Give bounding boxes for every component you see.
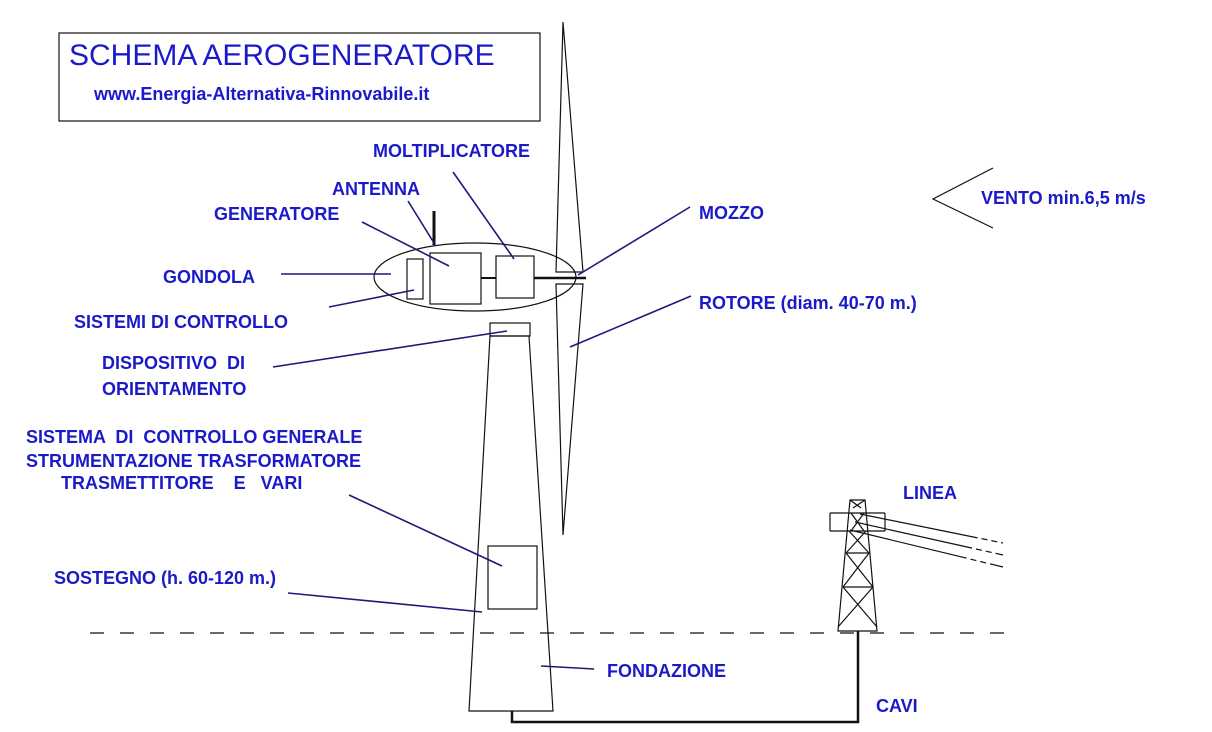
- label-generatore: GENERATORE: [214, 204, 339, 224]
- label-linea: LINEA: [903, 483, 957, 503]
- wind-arrow-icon: [931, 167, 994, 229]
- label-gondola: GONDOLA: [163, 267, 255, 287]
- label-dispositivo-1: DISPOSITIVO DI: [102, 353, 245, 373]
- leader-lines: [272, 171, 692, 670]
- label-sistema-generale-3: TRASMETTITORE E VARI: [61, 473, 302, 493]
- title-frame: [58, 32, 541, 122]
- diagram-title: SCHEMA AEROGENERATORE: [69, 39, 495, 72]
- label-rotore: ROTORE (diam. 40-70 m.): [699, 293, 917, 313]
- website-url: www.Energia-Alternativa-Rinnovabile.it: [93, 84, 429, 104]
- transmission-wires: [849, 513, 1004, 568]
- label-sistema-generale-1: SISTEMA DI CONTROLLO GENERALE: [26, 427, 362, 447]
- label-antenna: ANTENNA: [332, 179, 420, 199]
- title-box: SCHEMA AEROGENERATORE www.Energia-Altern…: [58, 32, 541, 122]
- pylon-icon: [829, 499, 886, 632]
- label-vento: VENTO min.6,5 m/s: [981, 188, 1146, 208]
- labels: MOLTIPLICATORE ANTENNA GENERATORE MOZZO …: [26, 141, 1146, 716]
- underground-cable: [510, 631, 860, 724]
- label-dispositivo-2: ORIENTAMENTO: [102, 379, 246, 399]
- label-moltiplicatore: MOLTIPLICATORE: [373, 141, 530, 161]
- label-fondazione: FONDAZIONE: [607, 661, 726, 681]
- label-sostegno: SOSTEGNO (h. 60-120 m.): [54, 568, 276, 588]
- label-sistema-generale-2: STRUMENTAZIONE TRASFORMATORE: [26, 451, 361, 471]
- label-mozzo: MOZZO: [699, 203, 764, 223]
- control-cabinet: [487, 545, 538, 610]
- rotor-blade-lower: [555, 283, 584, 536]
- label-sistemi-controllo: SISTEMI DI CONTROLLO: [74, 312, 288, 332]
- rotor-blade-upper: [555, 21, 584, 273]
- label-cavi: CAVI: [876, 696, 918, 716]
- tower: [468, 335, 554, 712]
- control-systems-box: [406, 258, 424, 300]
- gearbox-box: [495, 255, 535, 299]
- yaw-device: [489, 322, 531, 337]
